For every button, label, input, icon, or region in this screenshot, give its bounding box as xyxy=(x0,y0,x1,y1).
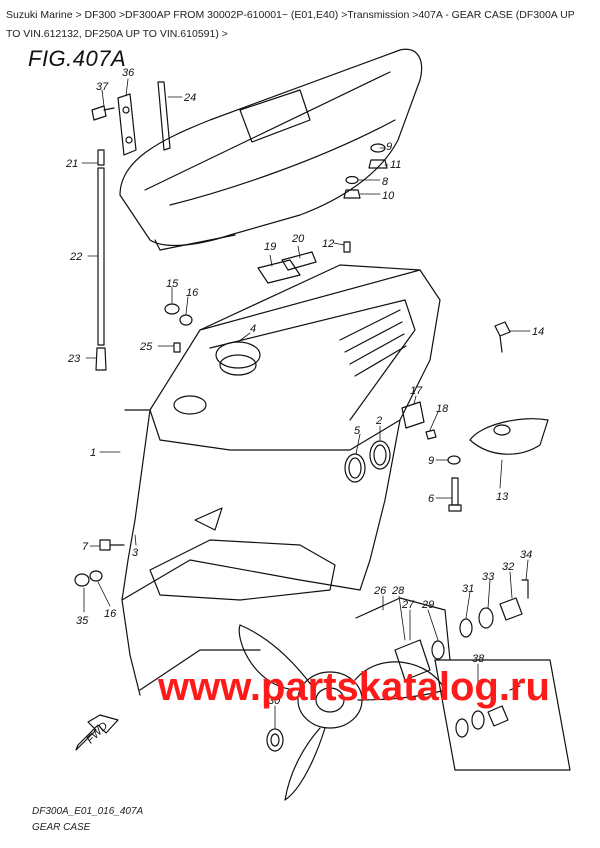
callout-11: 11 xyxy=(390,159,401,171)
top-cover xyxy=(119,48,423,251)
callout-35: 35 xyxy=(76,615,89,627)
callout-18: 18 xyxy=(436,403,449,415)
prop-nut-parts xyxy=(459,579,529,638)
callout-14: 14 xyxy=(532,326,544,338)
fwd-arrow-icon xyxy=(75,714,119,751)
callout-labels: 36 37 24 21 9 11 8 10 20 19 12 22 15 16 … xyxy=(65,67,544,707)
callout-5: 5 xyxy=(354,425,361,437)
callout-32: 32 xyxy=(502,561,514,573)
plug-35-16 xyxy=(74,570,103,587)
callout-25: 25 xyxy=(139,341,153,353)
callout-28: 28 xyxy=(391,585,405,597)
watermark: www.partskatalog.ru xyxy=(157,665,550,709)
gear-case xyxy=(121,264,441,696)
seal-5 xyxy=(344,453,366,483)
bolt-7 xyxy=(99,539,125,551)
drawing-caption: GEAR CASE xyxy=(32,822,91,833)
bracket-17-18 xyxy=(401,401,437,440)
callout-16: 16 xyxy=(186,287,199,299)
callout-38: 38 xyxy=(472,653,485,665)
callout-20: 20 xyxy=(291,233,305,245)
callout-29: 29 xyxy=(421,599,434,611)
bracket-36 xyxy=(117,93,137,156)
bolt-14 xyxy=(494,321,511,353)
callout-27: 27 xyxy=(401,599,415,611)
spacer-27-29 xyxy=(355,597,451,681)
leader-lines xyxy=(81,78,531,729)
propeller xyxy=(238,624,446,801)
callout-10: 10 xyxy=(382,190,395,202)
callout-7: 7 xyxy=(82,541,89,553)
callout-15: 15 xyxy=(166,278,179,290)
pin-25 xyxy=(173,342,181,353)
callout-12: 12 xyxy=(322,238,334,250)
callout-3: 3 xyxy=(132,547,139,559)
callout-23: 23 xyxy=(67,353,81,365)
callout-24: 24 xyxy=(183,92,196,104)
bolt-6 xyxy=(448,477,462,512)
breadcrumb: Suzuki Marine > DF300 >DF300AP FROM 3000… xyxy=(6,9,575,40)
callout-30: 30 xyxy=(268,695,281,707)
callout-19: 19 xyxy=(264,241,276,253)
callout-9: 9 xyxy=(386,141,392,153)
figure-title: FIG.407A xyxy=(28,46,127,71)
seal-19-20 xyxy=(257,241,351,284)
cable-tie-24 xyxy=(157,81,171,151)
callout-6: 6 xyxy=(428,493,435,505)
callout-17: 17 xyxy=(410,385,423,397)
nuts-washers-8-11 xyxy=(343,143,388,199)
drawing-code: DF300A_E01_016_407A xyxy=(32,806,144,817)
callout-21: 21 xyxy=(65,158,78,170)
washer-9 xyxy=(447,455,461,465)
washer-30 xyxy=(266,728,284,752)
callout-1: 1 xyxy=(90,447,96,459)
callout-26: 26 xyxy=(373,585,387,597)
nut-kit-38 xyxy=(434,659,571,771)
bolt-37 xyxy=(91,105,115,121)
callout-34: 34 xyxy=(520,549,532,561)
anode-13 xyxy=(469,418,549,455)
shaft-22 xyxy=(95,149,107,371)
callout-36: 36 xyxy=(122,67,135,79)
callout-13: 13 xyxy=(496,491,509,503)
callout-8: 8 xyxy=(382,176,389,188)
seal-2 xyxy=(369,440,391,470)
callout-31: 31 xyxy=(462,583,474,595)
callout-4: 4 xyxy=(250,323,256,335)
callout-2: 2 xyxy=(375,415,382,427)
callout-22: 22 xyxy=(69,251,82,263)
callout-9b: 9 xyxy=(428,455,434,467)
callout-33: 33 xyxy=(482,571,495,583)
callout-16b: 16 xyxy=(104,608,117,620)
plug-15-16 xyxy=(164,303,193,326)
callout-37: 37 xyxy=(96,81,109,93)
